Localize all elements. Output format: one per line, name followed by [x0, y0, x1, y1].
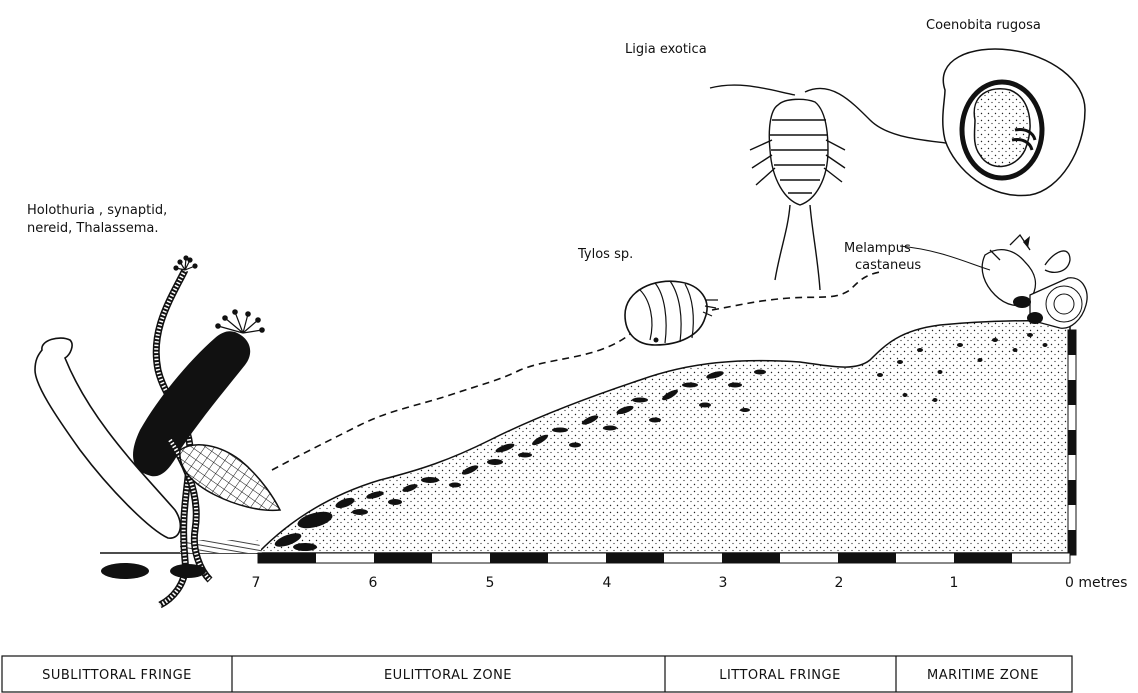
tick-label-6: 6: [369, 575, 378, 591]
label-coenobita-rugosa: Coenobita rugosa: [926, 18, 1041, 33]
zone-maritime: MARITIME ZONE: [927, 668, 1039, 683]
zone-sublittoral-fringe: SUBLITTORAL FRINGE: [42, 668, 192, 683]
coenobita-shell-icon: [943, 49, 1085, 195]
melampus-snail-group: [982, 235, 1087, 328]
tick-label-2: 2: [835, 575, 844, 591]
label-tylos: Tylos sp.: [577, 247, 633, 262]
zone-table: SUBLITTORAL FRINGE EULITTORAL ZONE LITTO…: [2, 656, 1072, 692]
melampus-icon: [1013, 296, 1031, 308]
tick-label-5: 5: [486, 575, 495, 591]
label-holothuria-line1: Holothuria , synaptid,: [27, 203, 167, 218]
label-melampus-line2: castaneus: [855, 258, 921, 273]
tick-label-7: 7: [252, 575, 261, 591]
tick-label-3: 3: [719, 575, 728, 591]
label-melampus-line1: Melampus: [844, 241, 911, 256]
tick-label-1: 1: [950, 575, 959, 591]
label-ligia-exotica: Ligia exotica: [625, 42, 707, 57]
metre-scale: [258, 553, 1070, 563]
ligia-isopod-icon: [710, 85, 960, 290]
sand-body: [258, 321, 1070, 553]
tick-label-0-metres: 0 metres: [1065, 575, 1127, 591]
tentacle-tuft-icon: [174, 256, 264, 333]
label-holothuria-line2: nereid, Thalassema.: [27, 221, 158, 236]
tylos-isopod-icon: [625, 281, 718, 345]
zone-littoral-fringe: LITTORAL FRINGE: [719, 668, 841, 683]
zone-eulittoral: EULITTORAL ZONE: [384, 668, 512, 683]
scale-tick-labels: 7 6 5 4 3 2 1 0 metres: [252, 575, 1128, 591]
tick-label-4: 4: [603, 575, 612, 591]
